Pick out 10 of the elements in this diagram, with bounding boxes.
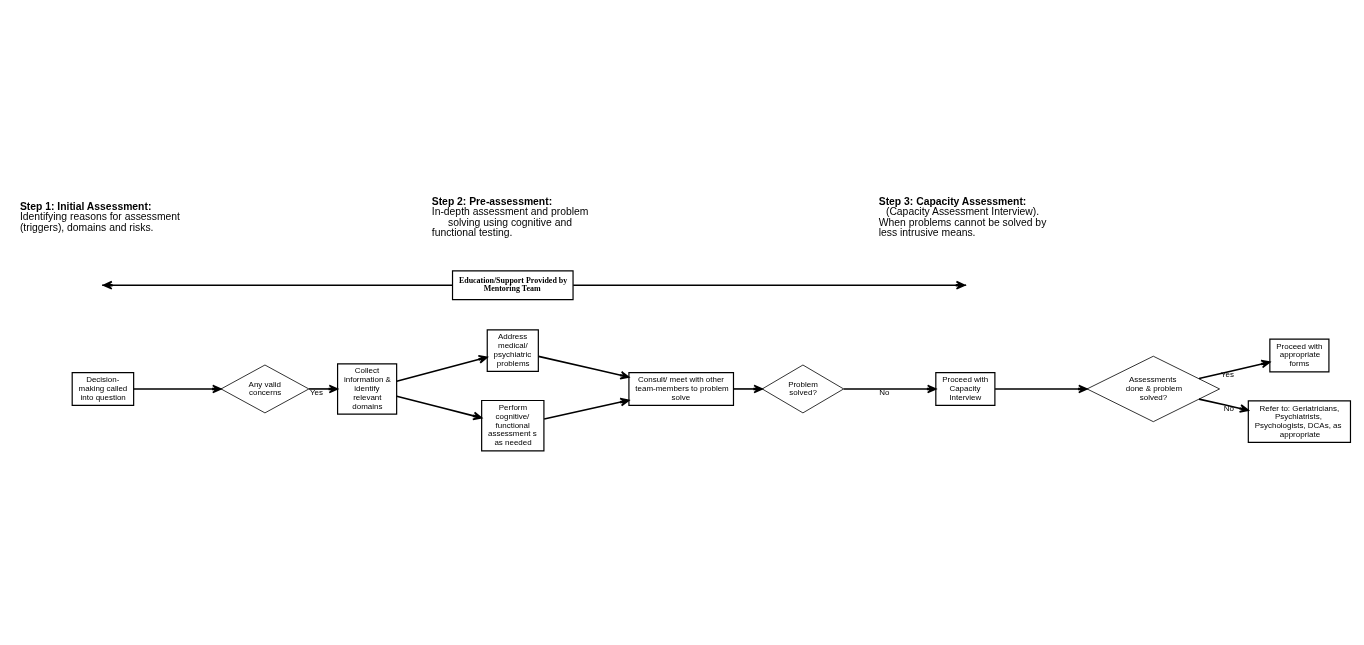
- edge-label: No: [1223, 404, 1234, 414]
- label: Step 1: Initial Assessment:: [19, 201, 152, 213]
- edge-label: No: [879, 388, 890, 398]
- label: (Capacity Assessment Interview). When problems cannot be solved by less intrusive means.: [878, 206, 1047, 239]
- label: Step 3: Capacity Assessment:: [878, 195, 1027, 207]
- edge-label: Yes: [1221, 369, 1235, 379]
- label: Step 2: Pre-assessment:: [431, 195, 553, 207]
- label: Identifying reasons for assessment (triggers), domains and risks.: [19, 211, 180, 233]
- edge-label: Yes: [310, 388, 323, 398]
- label: In-depth assessment and problem solving using cognitive and functional testing.: [431, 206, 589, 239]
